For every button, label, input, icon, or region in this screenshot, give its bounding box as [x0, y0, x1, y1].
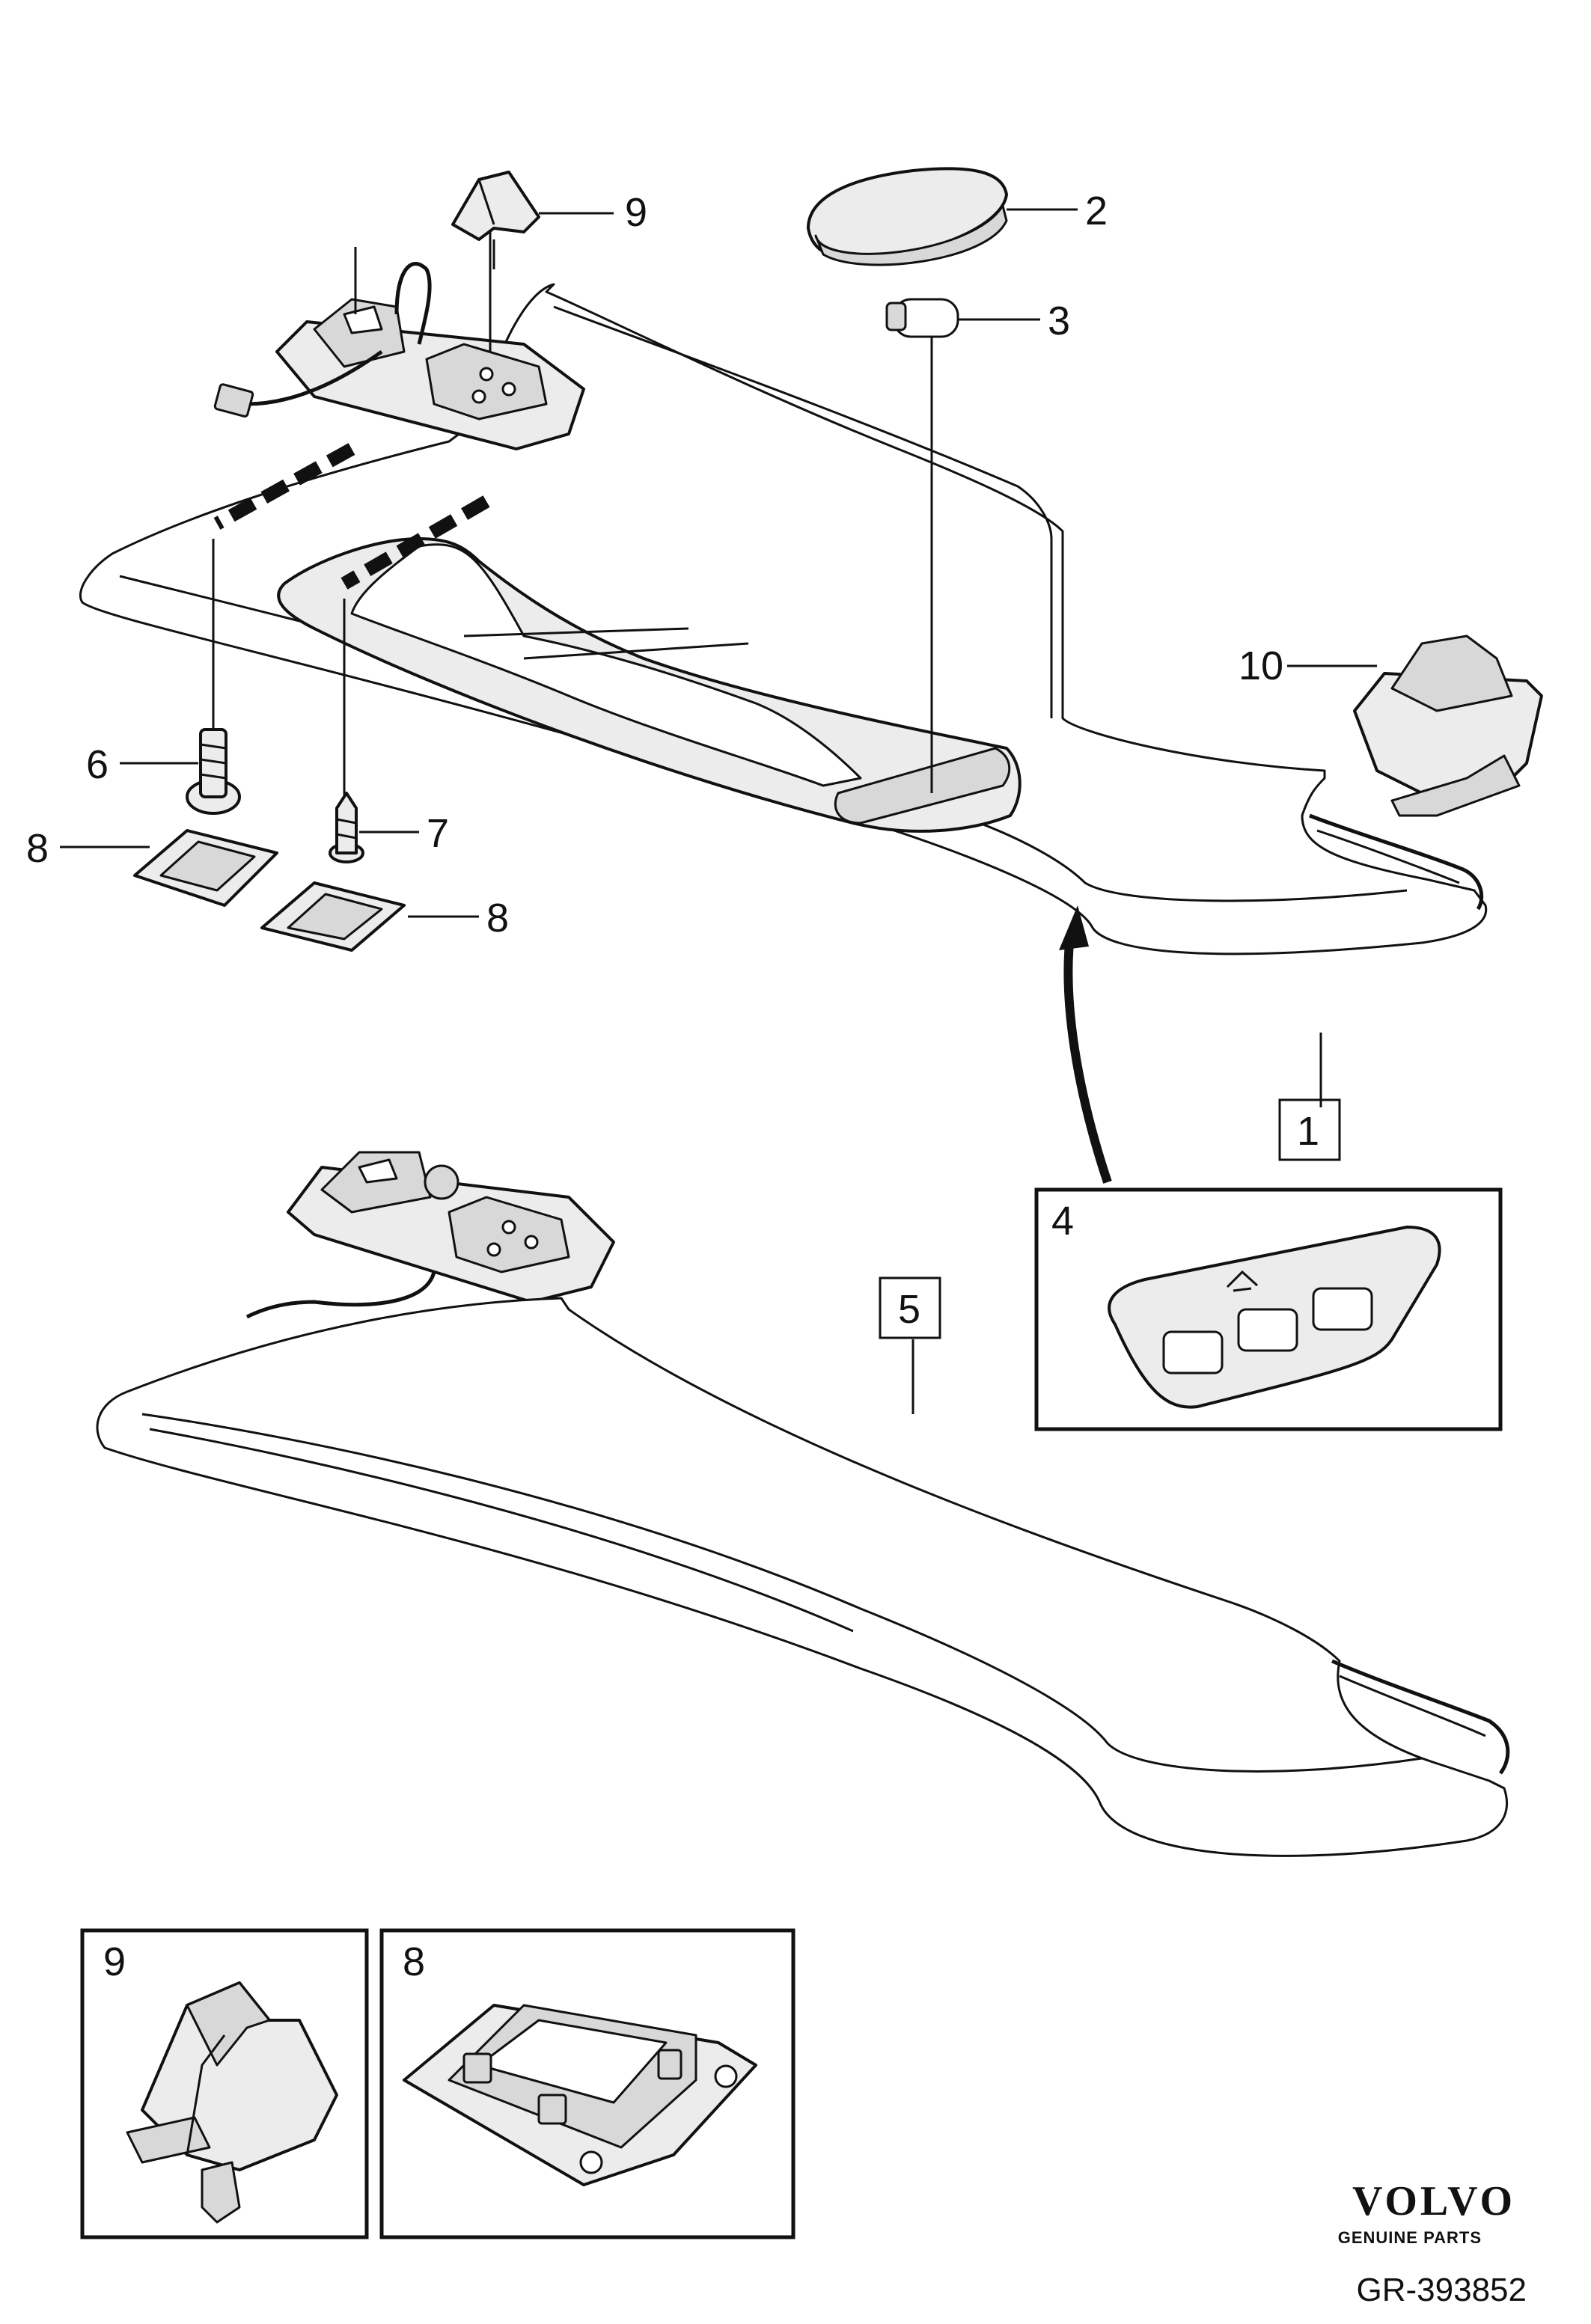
callout-2: 2: [1085, 189, 1108, 233]
assembly-dash-lines: [212, 333, 933, 801]
cover-part-8-left: [60, 829, 278, 907]
sun-visor-with-mirror: [79, 283, 1488, 1107]
lens-part-2: [807, 167, 1078, 266]
callout-5: 5: [898, 1287, 920, 1332]
mount-part-10: [1287, 634, 1543, 817]
brand-block: VOLVO GENUINE PARTS GR-393852: [1338, 2178, 1527, 2308]
cover-part-8-right: [260, 881, 479, 952]
diagram-code: GR-393852: [1357, 2272, 1527, 2308]
callout-9-detail: 9: [103, 1939, 126, 1984]
clip-part-9: [451, 171, 614, 269]
callout-1: 1: [1297, 1109, 1319, 1154]
callout-6: 6: [86, 742, 109, 787]
callout-7: 7: [427, 811, 449, 856]
callout-3: 3: [1048, 299, 1070, 343]
brand-logo: VOLVO: [1352, 2178, 1515, 2224]
lamp-housing-lower: [245, 1151, 615, 1319]
sun-visor-plain: [96, 1297, 1510, 1857]
callout-4: 4: [1051, 1199, 1074, 1244]
assembly-arrow: [1059, 905, 1112, 1184]
callout-box-1: [1278, 1098, 1341, 1161]
callout-9-top: 9: [625, 190, 647, 235]
callout-8-right: 8: [486, 896, 509, 941]
bulb-part-3: [885, 298, 1040, 338]
callout-labels: 9 2 3 10 6 7 8 8 1 4 5 9 8: [26, 189, 1319, 1984]
callout-10: 10: [1239, 643, 1283, 688]
screw-part-7: [329, 792, 419, 863]
screw-part-6: [120, 728, 241, 815]
callout-8-left: 8: [26, 826, 49, 871]
lamp-housing-upper: [213, 180, 585, 450]
detail-box-8: [379, 1928, 796, 2239]
callout-box-5: [879, 1276, 941, 1339]
callout-8-detail: 8: [403, 1939, 425, 1984]
detail-box-4: [1034, 1187, 1503, 1431]
detail-box-9: [80, 1928, 369, 2239]
brand-tagline: GENUINE PARTS: [1338, 2228, 1482, 2247]
